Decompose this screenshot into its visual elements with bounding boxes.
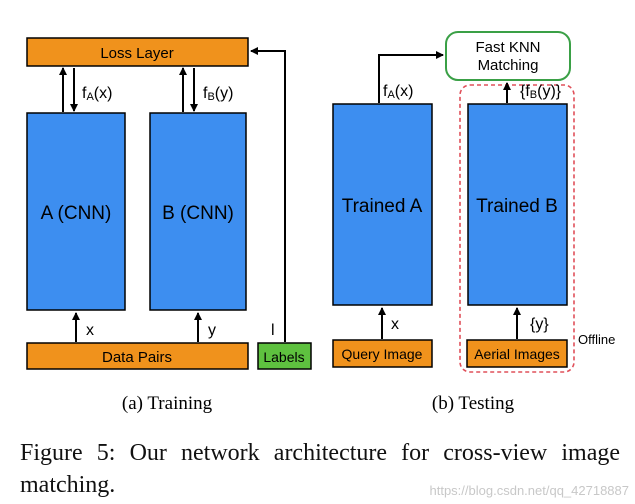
knn-matching-box	[445, 31, 571, 81]
input-l-label: l	[271, 322, 275, 339]
watermark: https://blog.csdn.net/qq_42718887	[429, 483, 630, 498]
feature-b-label: fB(y)	[203, 85, 233, 103]
query-image-box	[332, 339, 433, 368]
labels-label: Labels	[263, 349, 304, 365]
trained-b-label: Trained B	[476, 196, 558, 217]
aerial-images-label: Aerial Images	[474, 346, 560, 362]
training-subcaption: (a) Training	[122, 393, 213, 414]
network-a-label: A (CNN)	[41, 203, 112, 224]
testing-subcaption: (b) Testing	[432, 393, 515, 414]
knn-label-line1: Fast KNN	[475, 39, 540, 56]
data-pairs-label: Data Pairs	[102, 349, 172, 366]
trained-a-box	[332, 103, 433, 306]
labels-box	[257, 342, 312, 370]
testing-panel: Fast KNN Matching Trained A Trained B Qu…	[332, 31, 615, 414]
knn-label-line2: Matching	[478, 57, 539, 74]
trained-a-label: Trained A	[342, 196, 423, 217]
input-x-label: x	[86, 322, 94, 339]
network-a-box	[26, 112, 126, 311]
a-to-knn-arrow	[378, 51, 444, 103]
offline-label: Offline	[578, 332, 615, 347]
loss-layer-label: Loss Layer	[100, 45, 173, 62]
data-pairs-box	[26, 342, 249, 370]
training-panel: Loss Layer A (CNN) B (CNN) Data Pairs La…	[26, 37, 312, 414]
network-b-label: B (CNN)	[162, 203, 234, 224]
aerial-images-box	[466, 339, 568, 368]
trained-b-box	[467, 103, 568, 306]
network-b-box	[149, 112, 247, 311]
test-input-x-label: x	[391, 316, 399, 333]
test-feature-a-label: fA(x)	[383, 83, 413, 101]
test-input-y-label: {y}	[530, 316, 549, 333]
loss-layer-box	[26, 37, 249, 67]
figure-caption: Figure 5: Our network architecture for c…	[20, 440, 620, 498]
input-y-label: y	[208, 322, 216, 339]
feature-a-label: fA(x)	[82, 85, 112, 103]
query-image-label: Query Image	[342, 346, 423, 362]
test-feature-b-label: {fB(y)}	[520, 83, 562, 101]
architecture-diagram: Loss Layer A (CNN) B (CNN) Data Pairs La…	[26, 31, 615, 414]
labels-to-loss-arrow	[250, 47, 286, 342]
